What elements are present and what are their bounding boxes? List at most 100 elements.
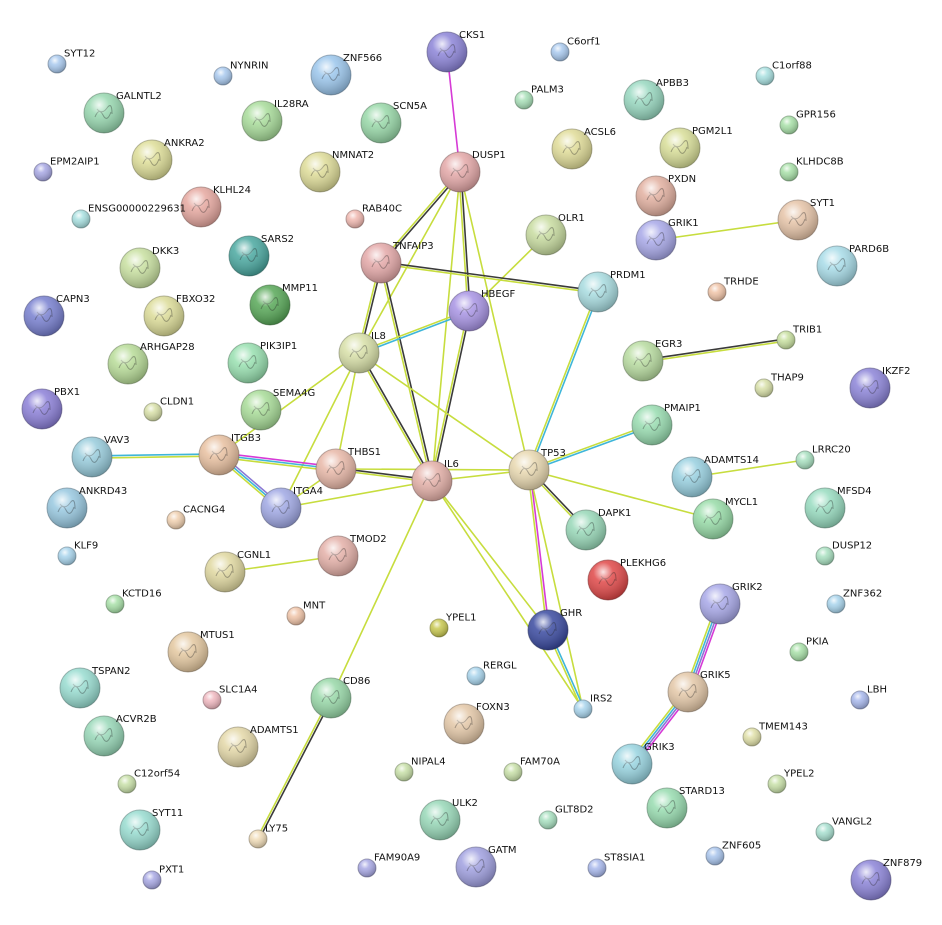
node-pxt1[interactable]: PXT1 bbox=[142, 865, 184, 890]
node-dkk3[interactable]: DKK3 bbox=[119, 246, 179, 289]
node-pbx1[interactable]: PBX1 bbox=[21, 387, 80, 430]
node-arhgap28[interactable]: ARHGAP28 bbox=[107, 342, 195, 385]
node-acvr2b[interactable]: ACVR2B bbox=[83, 714, 157, 757]
node-il28ra[interactable]: IL28RA bbox=[241, 99, 309, 142]
node-ankrd43[interactable]: ANKRD43 bbox=[46, 486, 127, 529]
node-capn3[interactable]: CAPN3 bbox=[23, 294, 90, 337]
node-vangl2[interactable]: VANGL2 bbox=[815, 817, 872, 842]
node-irs2[interactable]: IRS2 bbox=[573, 694, 613, 719]
node-trib1[interactable]: TRIB1 bbox=[776, 325, 822, 350]
node-grik5[interactable]: GRIK5 bbox=[667, 670, 731, 713]
node-sema4g[interactable]: SEMA4G bbox=[240, 388, 315, 431]
node-ulk2[interactable]: ULK2 bbox=[419, 798, 478, 841]
node-ly75[interactable]: LY75 bbox=[248, 824, 288, 849]
node-il8[interactable]: IL8 bbox=[338, 331, 386, 374]
node-glt8d2[interactable]: GLT8D2 bbox=[538, 805, 594, 830]
node-egr3[interactable]: EGR3 bbox=[622, 339, 682, 382]
node-mnt[interactable]: MNT bbox=[286, 601, 326, 626]
node-nynrin[interactable]: NYNRIN bbox=[213, 61, 269, 86]
node-fam90a9[interactable]: FAM90A9 bbox=[357, 853, 420, 878]
node-epm2aip1[interactable]: EPM2AIP1 bbox=[33, 157, 100, 182]
node-itga4[interactable]: ITGA4 bbox=[260, 486, 323, 529]
node-grik1[interactable]: GRIK1 bbox=[635, 218, 699, 261]
node-acsl6[interactable]: ACSL6 bbox=[551, 127, 616, 170]
node-tspan2[interactable]: TSPAN2 bbox=[59, 666, 131, 709]
node-cgnl1[interactable]: CGNL1 bbox=[204, 550, 271, 593]
node-cacng4[interactable]: CACNG4 bbox=[166, 505, 225, 530]
node-dusp12[interactable]: DUSP12 bbox=[815, 541, 872, 566]
node-pik3ip1[interactable]: PIK3IP1 bbox=[227, 341, 297, 384]
node-tnfaip3[interactable]: TNFAIP3 bbox=[360, 241, 434, 284]
node-prdm1[interactable]: PRDM1 bbox=[577, 270, 646, 313]
node-foxn3[interactable]: FOXN3 bbox=[443, 702, 510, 745]
node-adamts14[interactable]: ADAMTS14 bbox=[671, 455, 759, 498]
node-nmnat2[interactable]: NMNAT2 bbox=[299, 150, 374, 193]
node-pmaip1[interactable]: PMAIP1 bbox=[631, 403, 701, 446]
node-ankra2[interactable]: ANKRA2 bbox=[131, 138, 205, 181]
node-syt1[interactable]: SYT1 bbox=[777, 198, 835, 241]
node-pxdn[interactable]: PXDN bbox=[635, 174, 696, 217]
node-mtus1[interactable]: MTUS1 bbox=[167, 630, 235, 673]
node-mycl1[interactable]: MYCL1 bbox=[692, 497, 758, 540]
node-fbxo32[interactable]: FBXO32 bbox=[143, 294, 215, 337]
node-syt11[interactable]: SYT11 bbox=[119, 808, 183, 851]
node-c1orf88[interactable]: C1orf88 bbox=[755, 61, 812, 86]
node-tmem143[interactable]: TMEM143 bbox=[742, 722, 808, 747]
node-klf9[interactable]: KLF9 bbox=[57, 541, 98, 566]
node-lrrc20[interactable]: LRRC20 bbox=[795, 445, 851, 470]
node-pgm2l1[interactable]: PGM2L1 bbox=[659, 126, 733, 169]
node-thbs1[interactable]: THBS1 bbox=[315, 447, 381, 490]
node-dapk1[interactable]: DAPK1 bbox=[565, 508, 631, 551]
node-vav3[interactable]: VAV3 bbox=[71, 435, 130, 478]
node-znf879[interactable]: ZNF879 bbox=[850, 858, 922, 901]
node-il6[interactable]: IL6 bbox=[411, 459, 459, 502]
node-lbh[interactable]: LBH bbox=[850, 685, 887, 710]
node-sars2[interactable]: SARS2 bbox=[228, 234, 294, 277]
node-olr1[interactable]: OLR1 bbox=[525, 213, 585, 256]
node-gpr156[interactable]: GPR156 bbox=[779, 110, 836, 135]
node-stard13[interactable]: STARD13 bbox=[646, 786, 725, 829]
node-gatm[interactable]: GATM bbox=[455, 845, 517, 888]
node-dusp1[interactable]: DUSP1 bbox=[439, 150, 506, 193]
node-ypel2[interactable]: YPEL2 bbox=[767, 769, 814, 794]
node-klhdc8b[interactable]: KLHDC8B bbox=[779, 157, 844, 182]
node-scn5a[interactable]: SCN5A bbox=[360, 101, 427, 144]
node-ikzf2[interactable]: IKZF2 bbox=[849, 366, 910, 409]
node-pard6b[interactable]: PARD6B bbox=[816, 244, 889, 287]
node-klhl24[interactable]: KLHL24 bbox=[180, 185, 251, 228]
node-apbb3[interactable]: APBB3 bbox=[623, 78, 689, 121]
node-st8sia1[interactable]: ST8SIA1 bbox=[587, 853, 645, 878]
node-thap9[interactable]: THAP9 bbox=[754, 373, 804, 398]
node-znf566[interactable]: ZNF566 bbox=[310, 53, 382, 96]
node-pkia[interactable]: PKIA bbox=[789, 637, 829, 662]
node-tp53[interactable]: TP53 bbox=[508, 448, 566, 491]
node-ensg00000229631[interactable]: ENSG00000229631 bbox=[71, 204, 186, 229]
node-cks1[interactable]: CKS1 bbox=[426, 30, 485, 73]
node-adamts1[interactable]: ADAMTS1 bbox=[217, 725, 299, 768]
node-mfsd4[interactable]: MFSD4 bbox=[804, 486, 872, 529]
node-znf605[interactable]: ZNF605 bbox=[705, 841, 761, 866]
node-mmp11[interactable]: MMP11 bbox=[249, 283, 318, 326]
node-cldn1[interactable]: CLDN1 bbox=[143, 397, 194, 422]
node-palm3[interactable]: PALM3 bbox=[514, 85, 564, 110]
node-znf362[interactable]: ZNF362 bbox=[826, 589, 882, 614]
node-nipal4[interactable]: NIPAL4 bbox=[394, 757, 446, 782]
node-trhde[interactable]: TRHDE bbox=[707, 277, 759, 302]
node-syt12[interactable]: SYT12 bbox=[47, 49, 95, 74]
node-grik2[interactable]: GRIK2 bbox=[699, 582, 763, 625]
node-rab40c[interactable]: RAB40C bbox=[345, 204, 402, 229]
node-kctd16[interactable]: KCTD16 bbox=[105, 589, 162, 614]
node-grik3[interactable]: GRIK3 bbox=[611, 742, 675, 785]
node-plekhg6[interactable]: PLEKHG6 bbox=[587, 558, 666, 601]
node-c6orf1[interactable]: C6orf1 bbox=[550, 37, 601, 62]
node-hbegf[interactable]: HBEGF bbox=[448, 289, 515, 332]
node-c12orf54[interactable]: C12orf54 bbox=[117, 769, 180, 794]
node-rergl[interactable]: RERGL bbox=[466, 661, 517, 686]
node-ypel1[interactable]: YPEL1 bbox=[429, 613, 476, 638]
node-cd86[interactable]: CD86 bbox=[310, 676, 370, 719]
node-galntl2[interactable]: GALNTL2 bbox=[83, 91, 162, 134]
node-ghr[interactable]: GHR bbox=[527, 608, 582, 651]
node-itgb3[interactable]: ITGB3 bbox=[198, 433, 261, 476]
node-tmod2[interactable]: TMOD2 bbox=[317, 534, 387, 577]
node-slc1a4[interactable]: SLC1A4 bbox=[202, 685, 258, 710]
